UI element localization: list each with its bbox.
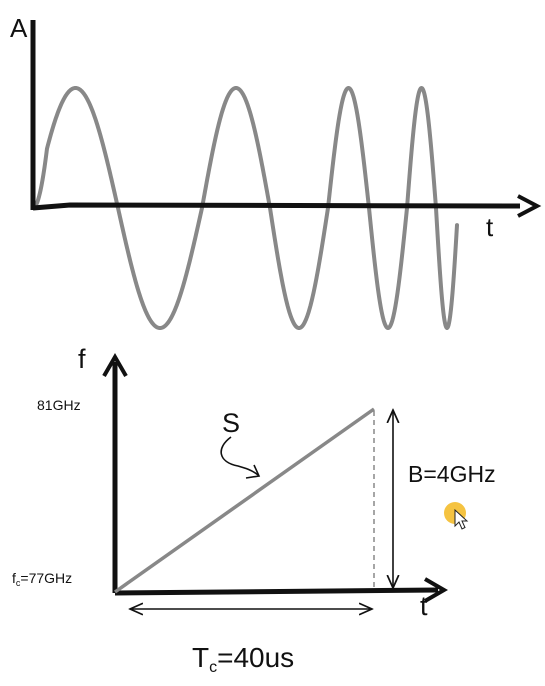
top-x-axis-arrowhead (517, 194, 542, 218)
bottom-y-axis-arrowhead (102, 353, 128, 378)
top-x-axis (32, 202, 521, 211)
bottom-y-axis-label: f (78, 344, 86, 374)
slope-pointer-arrowhead (245, 464, 261, 479)
chirp-ramp-line (113, 407, 376, 594)
mouse-pointer-icon (454, 508, 469, 530)
top-plot: A t (10, 13, 542, 330)
chirp-time-label: Tc=40us (192, 642, 294, 676)
slope-label: S (222, 408, 240, 438)
slope-pointer-arrow (220, 436, 259, 476)
tick-label-81ghz: 81GHz (37, 397, 81, 413)
top-x-axis-label: t (486, 212, 494, 242)
bottom-x-axis-arrowhead (423, 577, 448, 603)
bottom-plot: f t 81GHz fc=77GHz S B=4GHz Tc=40us (12, 344, 496, 676)
mouse-cursor (444, 502, 469, 530)
bottom-x-axis-label: t (420, 591, 428, 621)
top-y-axis-label: A (10, 13, 28, 43)
chirp-waveform (31, 86, 459, 330)
tick-label-fc: fc=77GHz (12, 570, 72, 588)
bandwidth-label: B=4GHz (408, 461, 496, 487)
bottom-x-axis (114, 587, 439, 596)
